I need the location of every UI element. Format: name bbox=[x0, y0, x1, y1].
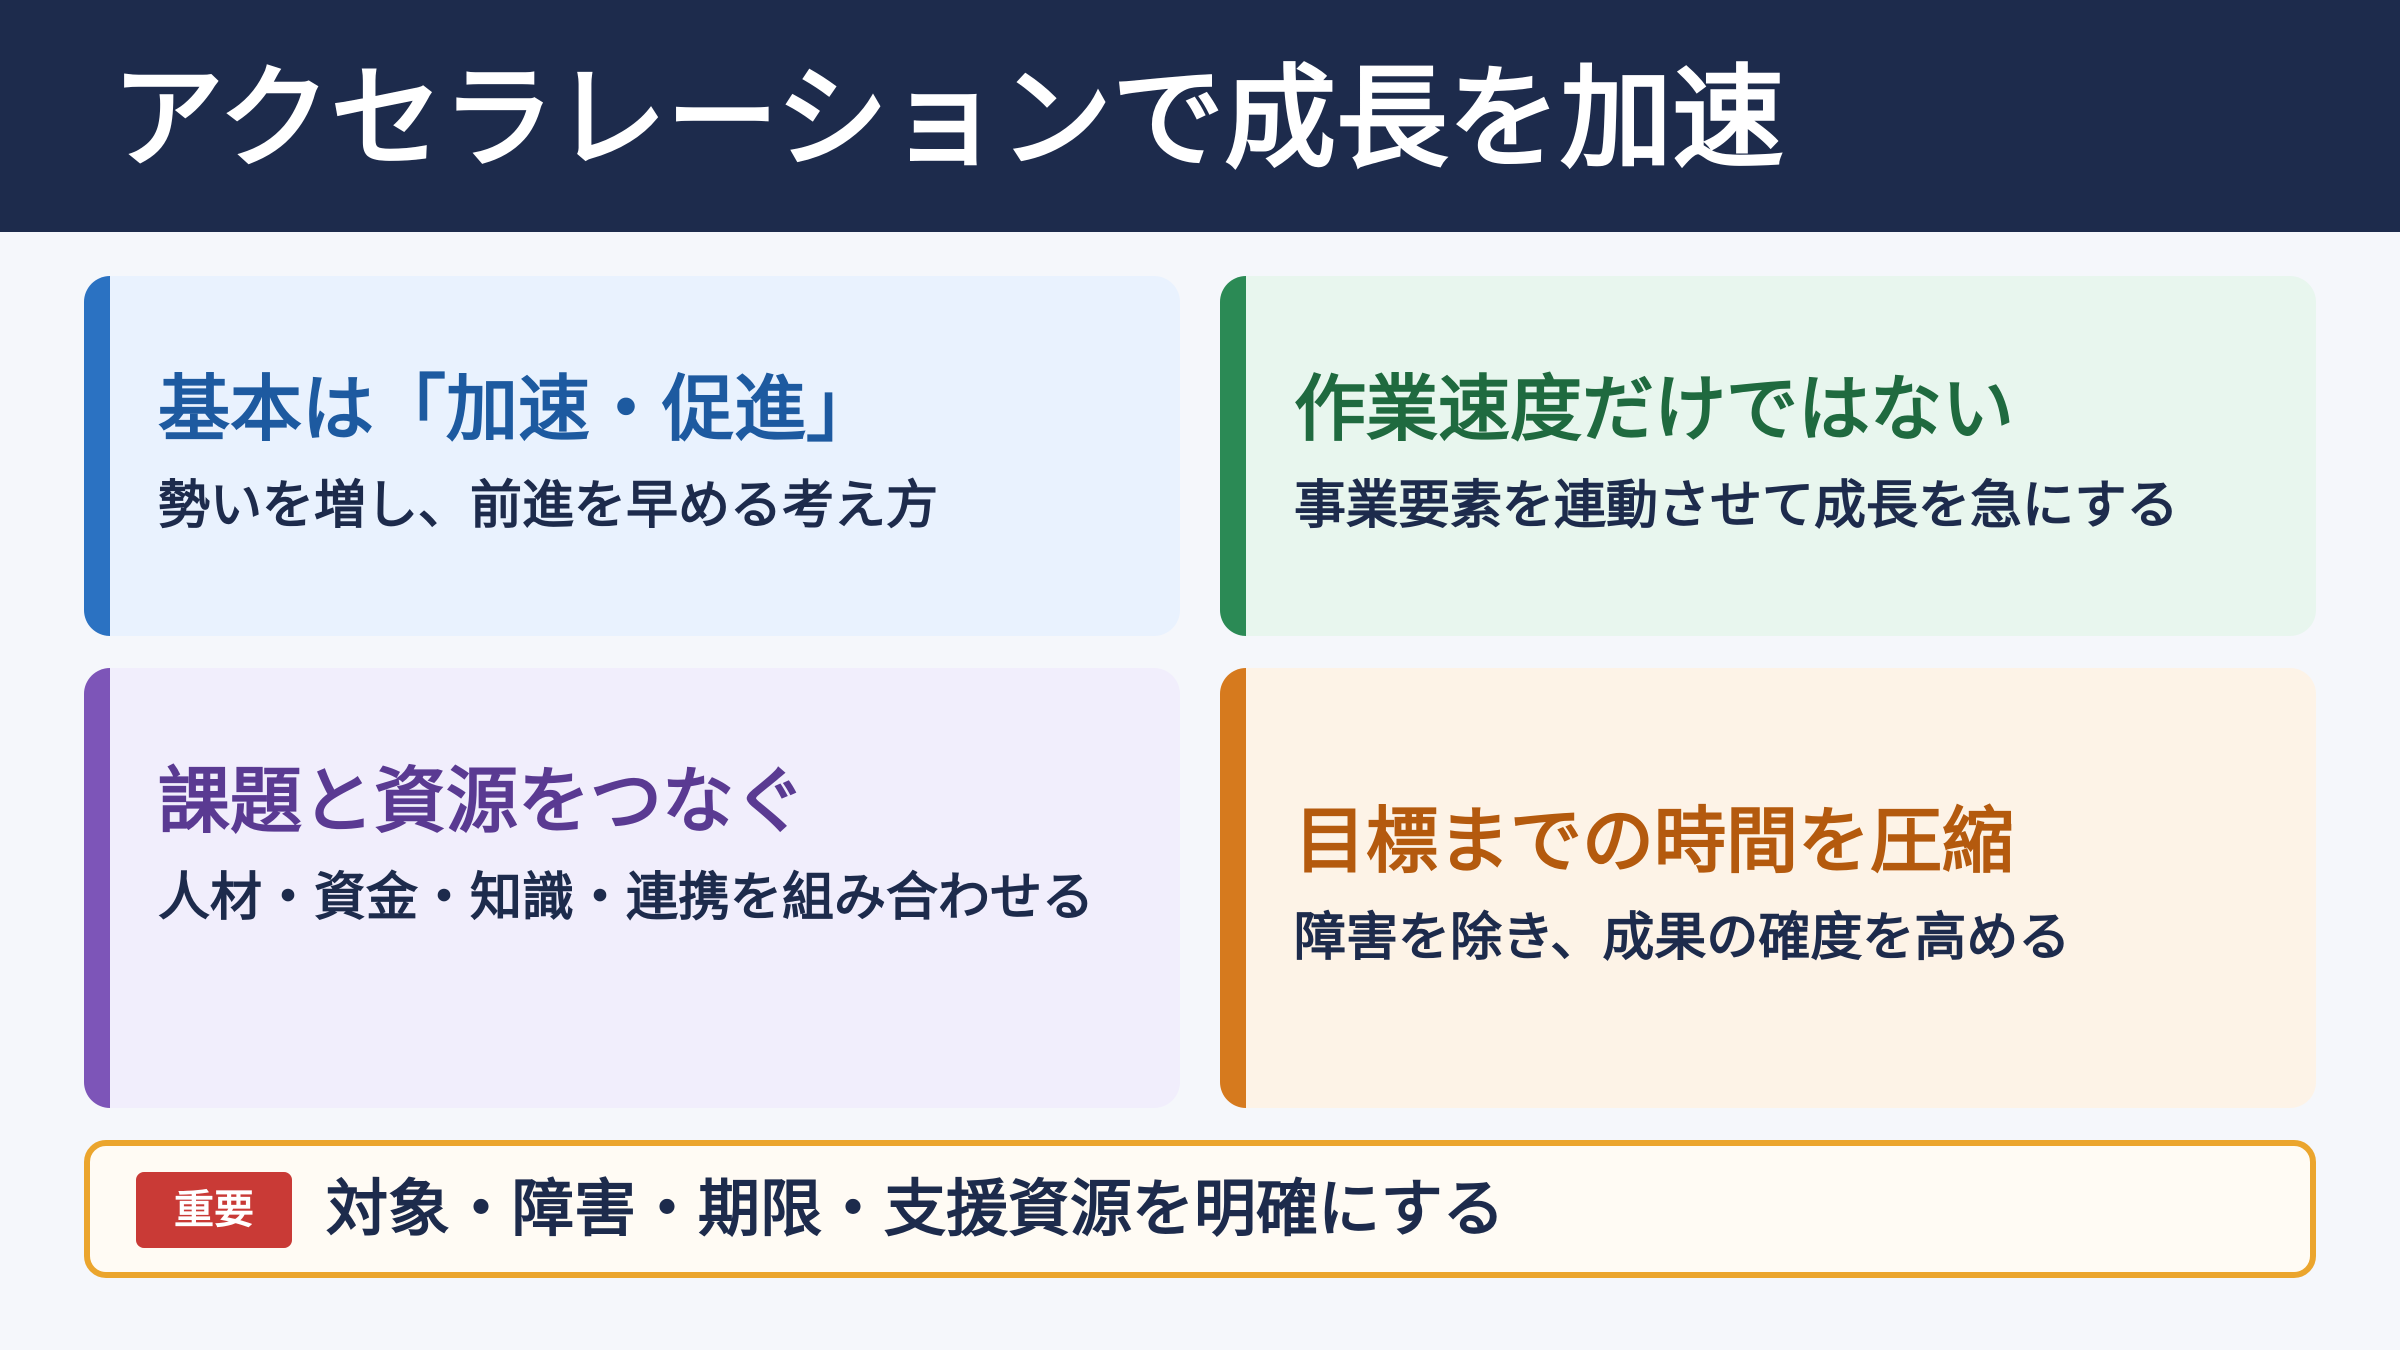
important-badge: 重要 bbox=[136, 1172, 292, 1248]
card-compress-time: 目標までの時間を圧縮 障害を除き、成果の確度を高める bbox=[1220, 668, 2316, 1108]
card-description: 障害を除き、成果の確度を高める bbox=[1294, 908, 2071, 968]
card-title: 作業速度だけではない bbox=[1294, 367, 2015, 451]
card-accent-bar bbox=[84, 276, 110, 636]
card-description: 勢いを増し、前進を早める考え方 bbox=[158, 476, 939, 536]
card-description: 事業要素を連動させて成長を急にする bbox=[1294, 476, 2179, 536]
card-not-only-speed: 作業速度だけではない 事業要素を連動させて成長を急にする bbox=[1220, 276, 2316, 636]
page-title: アクセラレーションで成長を加速 bbox=[112, 54, 1785, 184]
card-title: 目標までの時間を圧縮 bbox=[1294, 799, 2015, 883]
card-accent-bar bbox=[1220, 668, 1246, 1108]
card-title: 基本は「加速・促進」 bbox=[158, 367, 879, 451]
card-title: 課題と資源をつなぐ bbox=[158, 759, 807, 843]
header-banner: アクセラレーションで成長を加速 bbox=[0, 0, 2400, 232]
card-acceleration-basics: 基本は「加速・促進」 勢いを増し、前進を早める考え方 bbox=[84, 276, 1180, 636]
card-accent-bar bbox=[1220, 276, 1246, 636]
card-connect-resources: 課題と資源をつなぐ 人材・資金・知識・連携を組み合わせる bbox=[84, 668, 1180, 1108]
card-description: 人材・資金・知識・連携を組み合わせる bbox=[158, 868, 1095, 928]
important-note-text: 対象・障害・期限・支援資源を明確にする bbox=[326, 1172, 1505, 1245]
important-note: 重要 対象・障害・期限・支援資源を明確にする bbox=[84, 1140, 2316, 1278]
card-accent-bar bbox=[84, 668, 110, 1108]
